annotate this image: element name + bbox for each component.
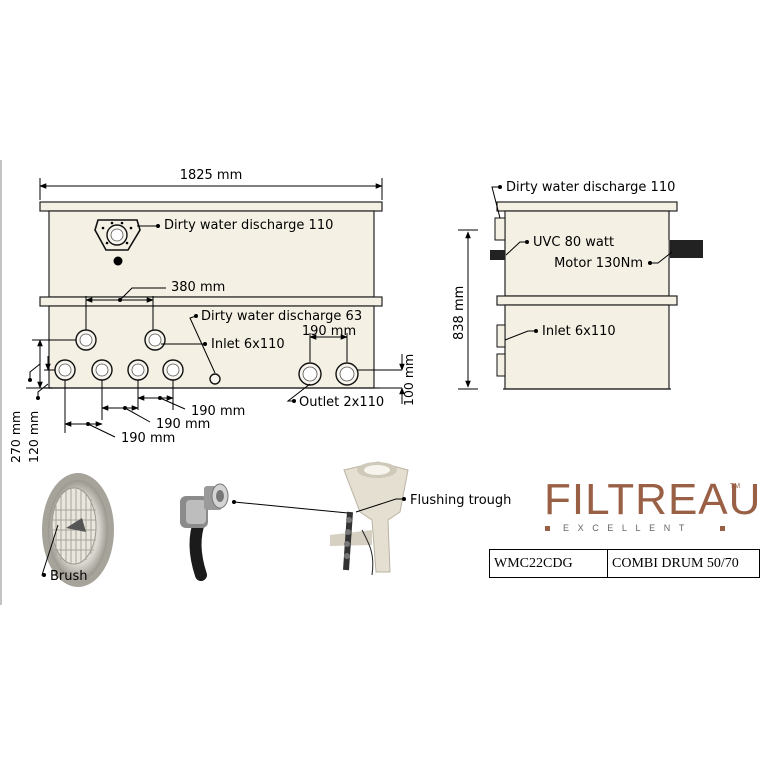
side-upper-housing: [504, 210, 670, 297]
spray-nozzle-component: [180, 483, 229, 581]
flushing-trough-label: Flushing trough: [410, 493, 511, 508]
discharge-63-port: [209, 373, 221, 385]
side-middle-rim: [496, 295, 678, 306]
brand-logo: FILTREAU: [544, 475, 762, 524]
spacing-c-label: 190 mm: [121, 431, 175, 446]
flushing-trough-component: [330, 461, 409, 576]
spacing-b-label: 190 mm: [156, 417, 210, 432]
brand-tagline-row: [545, 523, 725, 535]
brand-square-left: [545, 526, 550, 531]
side-view: Dirty water discharge 110 UVC 80 watt Mo…: [452, 180, 703, 390]
side-lower-housing: [504, 304, 670, 390]
inlet-front-label: Inlet 6x110: [211, 337, 285, 352]
brand-tagline: EXCELLENT: [563, 523, 693, 533]
middle-rim: [39, 296, 383, 307]
height-low-label: 120 mm: [26, 411, 41, 463]
outlet-ports: [298, 362, 359, 386]
front-view: 1825 mm Dirty water discharge 110 380 mm: [8, 168, 416, 463]
inlet-spacing-dims: [64, 380, 186, 438]
spacing-inlet-label: 380 mm: [171, 280, 225, 295]
brush-label: Brush: [50, 569, 88, 584]
spacing-a-label: 190 mm: [191, 404, 245, 419]
dirty-discharge-63-label: Dirty water discharge 63: [201, 309, 362, 324]
product-info-table: WMC22CDG COMBI DRUM 50/70: [489, 549, 760, 578]
brush-component: [42, 473, 114, 587]
side-inlet-stub-2: [496, 353, 506, 377]
uvc-label: UVC 80 watt: [533, 235, 614, 250]
height-total-label: 838 mm: [452, 286, 467, 340]
nozzle-to-trough-line: [233, 501, 349, 514]
discharge-110-flange: [94, 219, 141, 266]
side-upper-lid: [496, 201, 678, 212]
inlet-side-label: Inlet 6x110: [542, 324, 616, 339]
brand-square-right: [720, 526, 725, 531]
height-dims-left: [26, 339, 76, 400]
side-inlet-stub-1: [496, 324, 506, 348]
upper-lid: [39, 201, 383, 212]
inlet-ports-lower: [54, 359, 184, 381]
brand-trademark: TM: [730, 483, 741, 490]
height-outlet-label: 100 mm: [401, 354, 416, 406]
height-high-label: 270 mm: [8, 411, 23, 463]
motor-label: Motor 130Nm: [554, 256, 643, 271]
motor-housing: [669, 240, 703, 258]
inlet-ports-upper: [75, 329, 166, 351]
spacing-outlet-label: 190 mm: [302, 324, 356, 339]
dirty-discharge-110-front-label: Dirty water discharge 110: [164, 218, 333, 233]
dirty-discharge-110-side-label: Dirty water discharge 110: [506, 180, 675, 195]
width-total-label: 1825 mm: [180, 168, 243, 183]
uvc-stub: [490, 250, 505, 260]
product-code: WMC22CDG: [490, 550, 608, 577]
product-model: COMBI DRUM 50/70: [612, 555, 739, 571]
outlet-label: Outlet 2x110: [299, 395, 384, 410]
